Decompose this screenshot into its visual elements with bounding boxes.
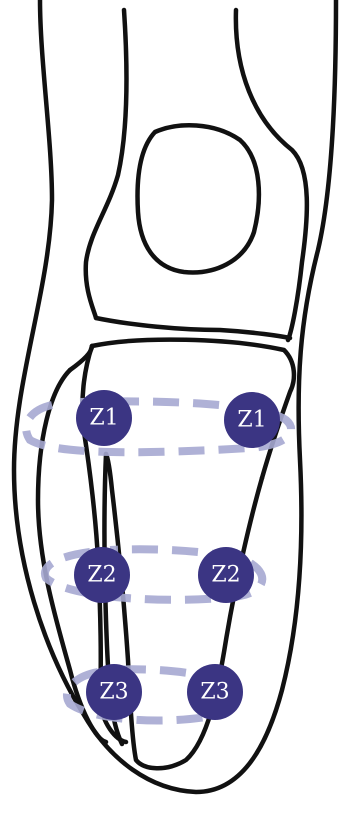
femur-block [96, 318, 290, 338]
zone-marker-z3-right: Z3 [187, 664, 243, 720]
thigh-left-contour [86, 10, 127, 318]
zone-marker-label: Z2 [87, 563, 116, 588]
zone-marker-z3-left: Z3 [86, 664, 142, 720]
zone-marker-label: Z1 [237, 408, 266, 433]
patella [138, 125, 259, 272]
thigh-right-contour [236, 10, 307, 340]
zone-marker-label: Z1 [89, 406, 118, 431]
zone-marker-label: Z3 [200, 680, 229, 705]
zone-marker-z1-right: Z1 [224, 392, 280, 448]
zone-marker-z2-left: Z2 [74, 547, 130, 603]
zone-marker-label: Z3 [99, 680, 128, 705]
zone-marker-z1-left: Z1 [76, 390, 132, 446]
zone-marker-z2-right: Z2 [198, 547, 254, 603]
zone-marker-label: Z2 [211, 563, 240, 588]
